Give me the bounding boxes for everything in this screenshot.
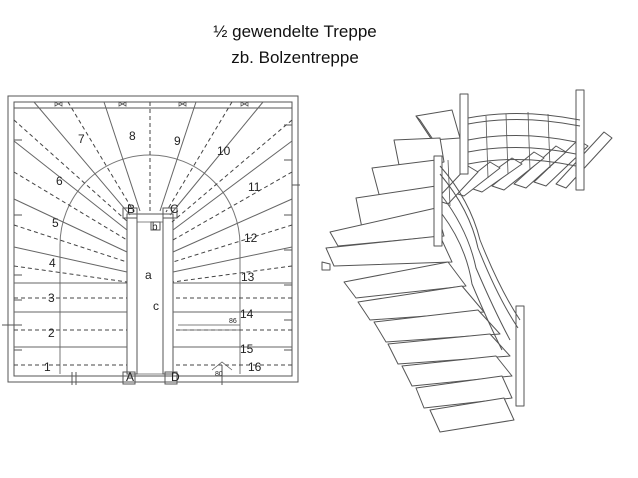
step-5: 5 [52,216,59,230]
step-11: 11 [248,180,261,194]
steps-left [13,101,293,348]
step-4: 4 [49,256,56,270]
step-6: 6 [56,174,63,188]
top-marks [54,101,249,107]
stair-floor-plan [2,95,300,385]
corner-b: B [127,202,135,216]
inner-b: b [152,222,158,233]
corner-c: C [170,202,179,216]
stair-3d-view [321,89,613,433]
handrail [439,112,581,351]
step-13: 13 [241,270,255,284]
post-d [164,371,178,385]
step-1: 1 [44,360,51,374]
post-c [162,207,178,219]
post-a [122,371,136,385]
balusters [447,111,551,207]
step-14: 14 [240,307,254,321]
newel-posts [433,89,585,407]
step-8: 8 [129,129,136,143]
corner-a: A [126,370,134,384]
step-12: 12 [244,231,258,245]
step-10: 10 [217,144,231,158]
post-b [122,207,138,219]
inner-a: a [145,268,152,282]
dim-86: 86 [229,318,237,325]
winding-steps [321,109,515,433]
outer-wall [7,95,299,383]
inner-c: c [153,299,159,313]
right-ticks [284,124,300,351]
left-newel-post [126,213,138,375]
step-3: 3 [48,291,55,305]
step-number-labels: 1 2 3 4 5 6 7 8 9 10 11 12 13 14 15 16 A… [44,129,262,384]
corner-d: D [171,370,180,384]
dim-80: 80 [215,371,223,378]
step-2: 2 [48,326,55,340]
step-9: 9 [174,134,181,148]
left-ticks [2,139,22,351]
title-line-2: zb. Bolzentreppe [231,48,359,67]
step-15: 15 [240,342,254,356]
title-line-1: ½ gewendelte Treppe [213,22,377,41]
step-16: 16 [248,360,262,374]
right-newel-post [162,213,174,375]
steps-dashed [13,101,293,366]
step-7: 7 [78,132,85,146]
inner-wall [13,101,293,377]
